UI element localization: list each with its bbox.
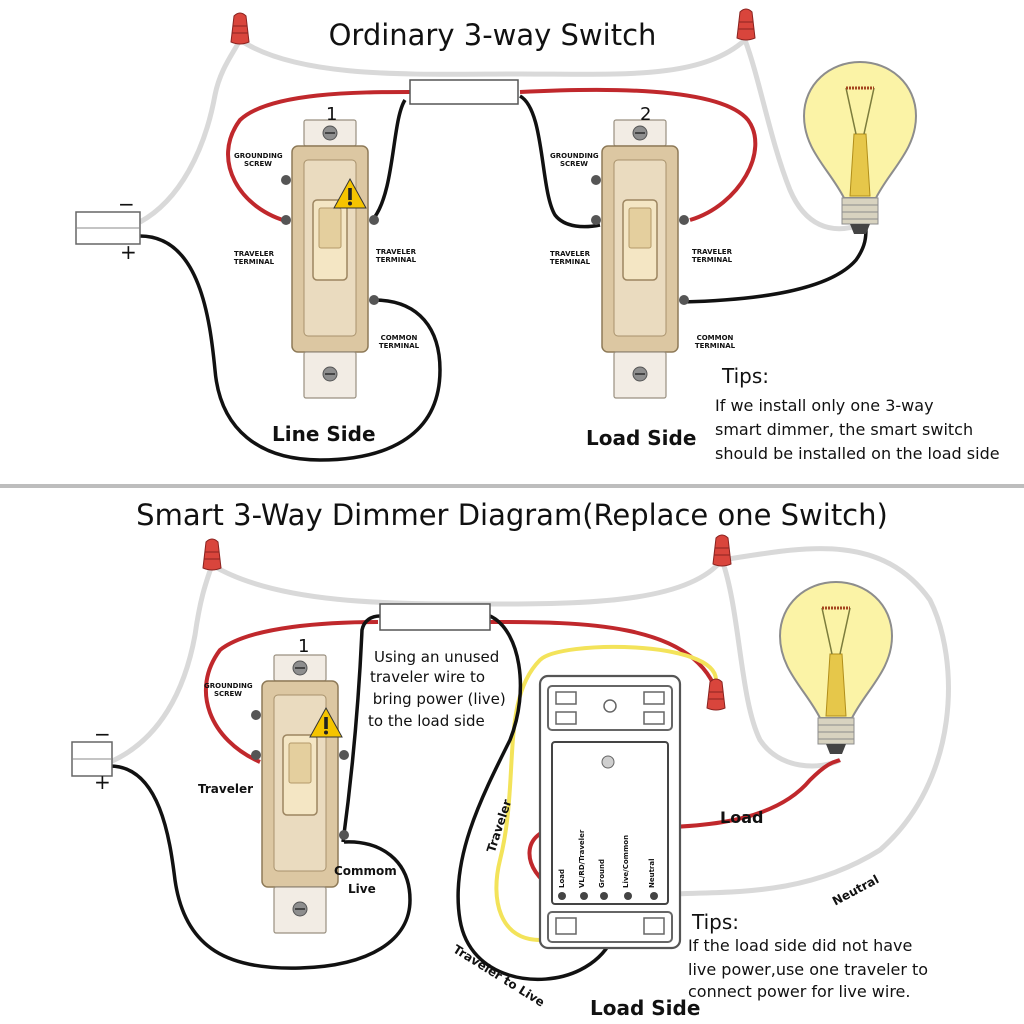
tips-heading: Tips: bbox=[692, 910, 740, 934]
smart-dimmer bbox=[538, 674, 682, 950]
red-traveler bbox=[203, 620, 379, 764]
red-traveler-capped bbox=[489, 620, 718, 691]
terminal-label: Live/Common bbox=[622, 834, 630, 888]
terminal-label: Ground bbox=[598, 859, 606, 888]
wire-sleeve bbox=[379, 603, 491, 631]
white-wire-line bbox=[138, 38, 243, 225]
terminal-label: Load bbox=[558, 868, 566, 888]
black-traveler-to-live bbox=[341, 614, 381, 843]
plus-sign: + bbox=[120, 240, 137, 264]
tips-heading: Tips: bbox=[722, 364, 770, 388]
note-line: traveler wire to bbox=[370, 668, 486, 686]
common-terminal-label: COMMON TERMINAL bbox=[378, 334, 420, 350]
black-traveler-right bbox=[518, 94, 601, 229]
switch-1 bbox=[250, 654, 350, 934]
wire-nut-icon bbox=[706, 678, 726, 711]
white-wire-neutral bbox=[210, 558, 724, 607]
common-terminal-label: COMMON TERMINAL bbox=[694, 334, 736, 350]
wire-label-load: Load bbox=[720, 808, 764, 827]
wire-sleeve bbox=[409, 79, 519, 105]
note-line: Using an unused bbox=[374, 648, 500, 666]
note-line: to the load side bbox=[368, 712, 485, 730]
wire-nut-icon bbox=[712, 534, 732, 567]
traveler-terminal-label: TRAVELER TERMINAL bbox=[233, 250, 275, 266]
tips-line: If the load side did not have bbox=[688, 936, 913, 955]
traveler-terminal-label: TRAVELER TERMINAL bbox=[549, 250, 591, 266]
load-side-label: Load Side bbox=[590, 996, 701, 1020]
red-traveler-right bbox=[519, 87, 758, 222]
switch-number: 2 bbox=[640, 104, 652, 125]
terminal-label: VL/RD/Traveler bbox=[578, 829, 586, 888]
terminal-label: Neutral bbox=[648, 858, 656, 888]
light-bulb-icon bbox=[778, 580, 894, 756]
switch-number: 1 bbox=[298, 636, 310, 657]
grounding-screw-label: GROUNDING SCREW bbox=[234, 152, 283, 168]
wire-nut-icon bbox=[202, 538, 222, 571]
plus-sign: + bbox=[94, 770, 111, 794]
black-line-wire bbox=[109, 764, 412, 970]
red-traveler-left bbox=[226, 90, 411, 224]
title-smart: Smart 3-Way Dimmer Diagram(Replace one S… bbox=[136, 498, 888, 532]
title-ordinary: Ordinary 3-way Switch bbox=[328, 18, 657, 52]
black-line-wire bbox=[139, 234, 442, 462]
switch-1 bbox=[280, 119, 380, 399]
minus-sign: − bbox=[94, 722, 111, 746]
section-divider bbox=[0, 484, 1024, 488]
traveler-label: Traveler bbox=[198, 782, 254, 796]
black-traveler-left bbox=[372, 99, 407, 220]
tips-line: smart dimmer, the smart switch bbox=[715, 420, 974, 439]
note-line: bring power (live) bbox=[368, 690, 506, 708]
grounding-screw-label: GROUNDING SCREW bbox=[204, 682, 253, 698]
switch-2 bbox=[590, 119, 690, 399]
traveler-terminal-label: TRAVELER TERMINAL bbox=[691, 248, 733, 264]
tips-line: live power,use one traveler to bbox=[688, 960, 929, 979]
light-bulb-icon bbox=[802, 60, 918, 236]
tips-line: connect power for live wire. bbox=[688, 982, 911, 1001]
line-side-label: Line Side bbox=[272, 422, 376, 446]
white-wire-lamp bbox=[742, 39, 861, 232]
white-wire-neutral bbox=[238, 37, 747, 77]
load-side-label: Load Side bbox=[586, 426, 697, 450]
switch-number: 1 bbox=[326, 104, 338, 125]
grounding-screw-label: GROUNDING SCREW bbox=[550, 152, 599, 168]
tips-line: If we install only one 3-way bbox=[715, 396, 934, 415]
commom-label: Commom bbox=[334, 864, 397, 878]
white-wire-line bbox=[108, 564, 215, 765]
minus-sign: − bbox=[118, 192, 135, 216]
live-label: Live bbox=[348, 882, 376, 896]
white-wire-lamp bbox=[719, 559, 842, 769]
black-traveler-dimmer bbox=[456, 614, 622, 982]
traveler-terminal-label: TRAVELER TERMINAL bbox=[375, 248, 417, 264]
white-wire-neutral-dimmer bbox=[659, 546, 951, 898]
tips-line: should be installed on the load side bbox=[715, 444, 1000, 463]
black-load-wire bbox=[681, 227, 868, 304]
